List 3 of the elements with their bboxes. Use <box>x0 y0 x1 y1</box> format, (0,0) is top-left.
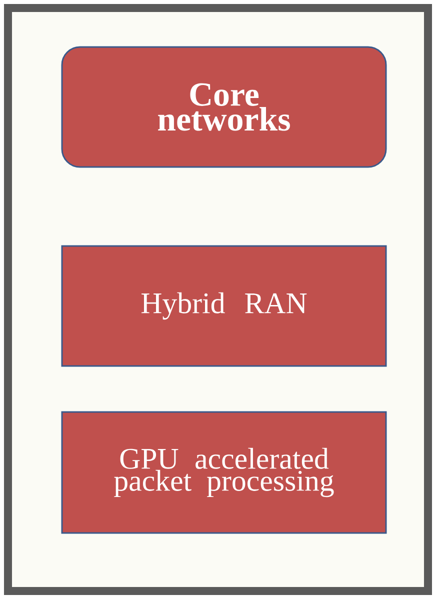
rounded-box: Core networks <box>61 46 387 168</box>
process-box: GPU accelerated packet processing <box>61 411 387 534</box>
process-box: Hybrid RAN <box>61 245 387 367</box>
